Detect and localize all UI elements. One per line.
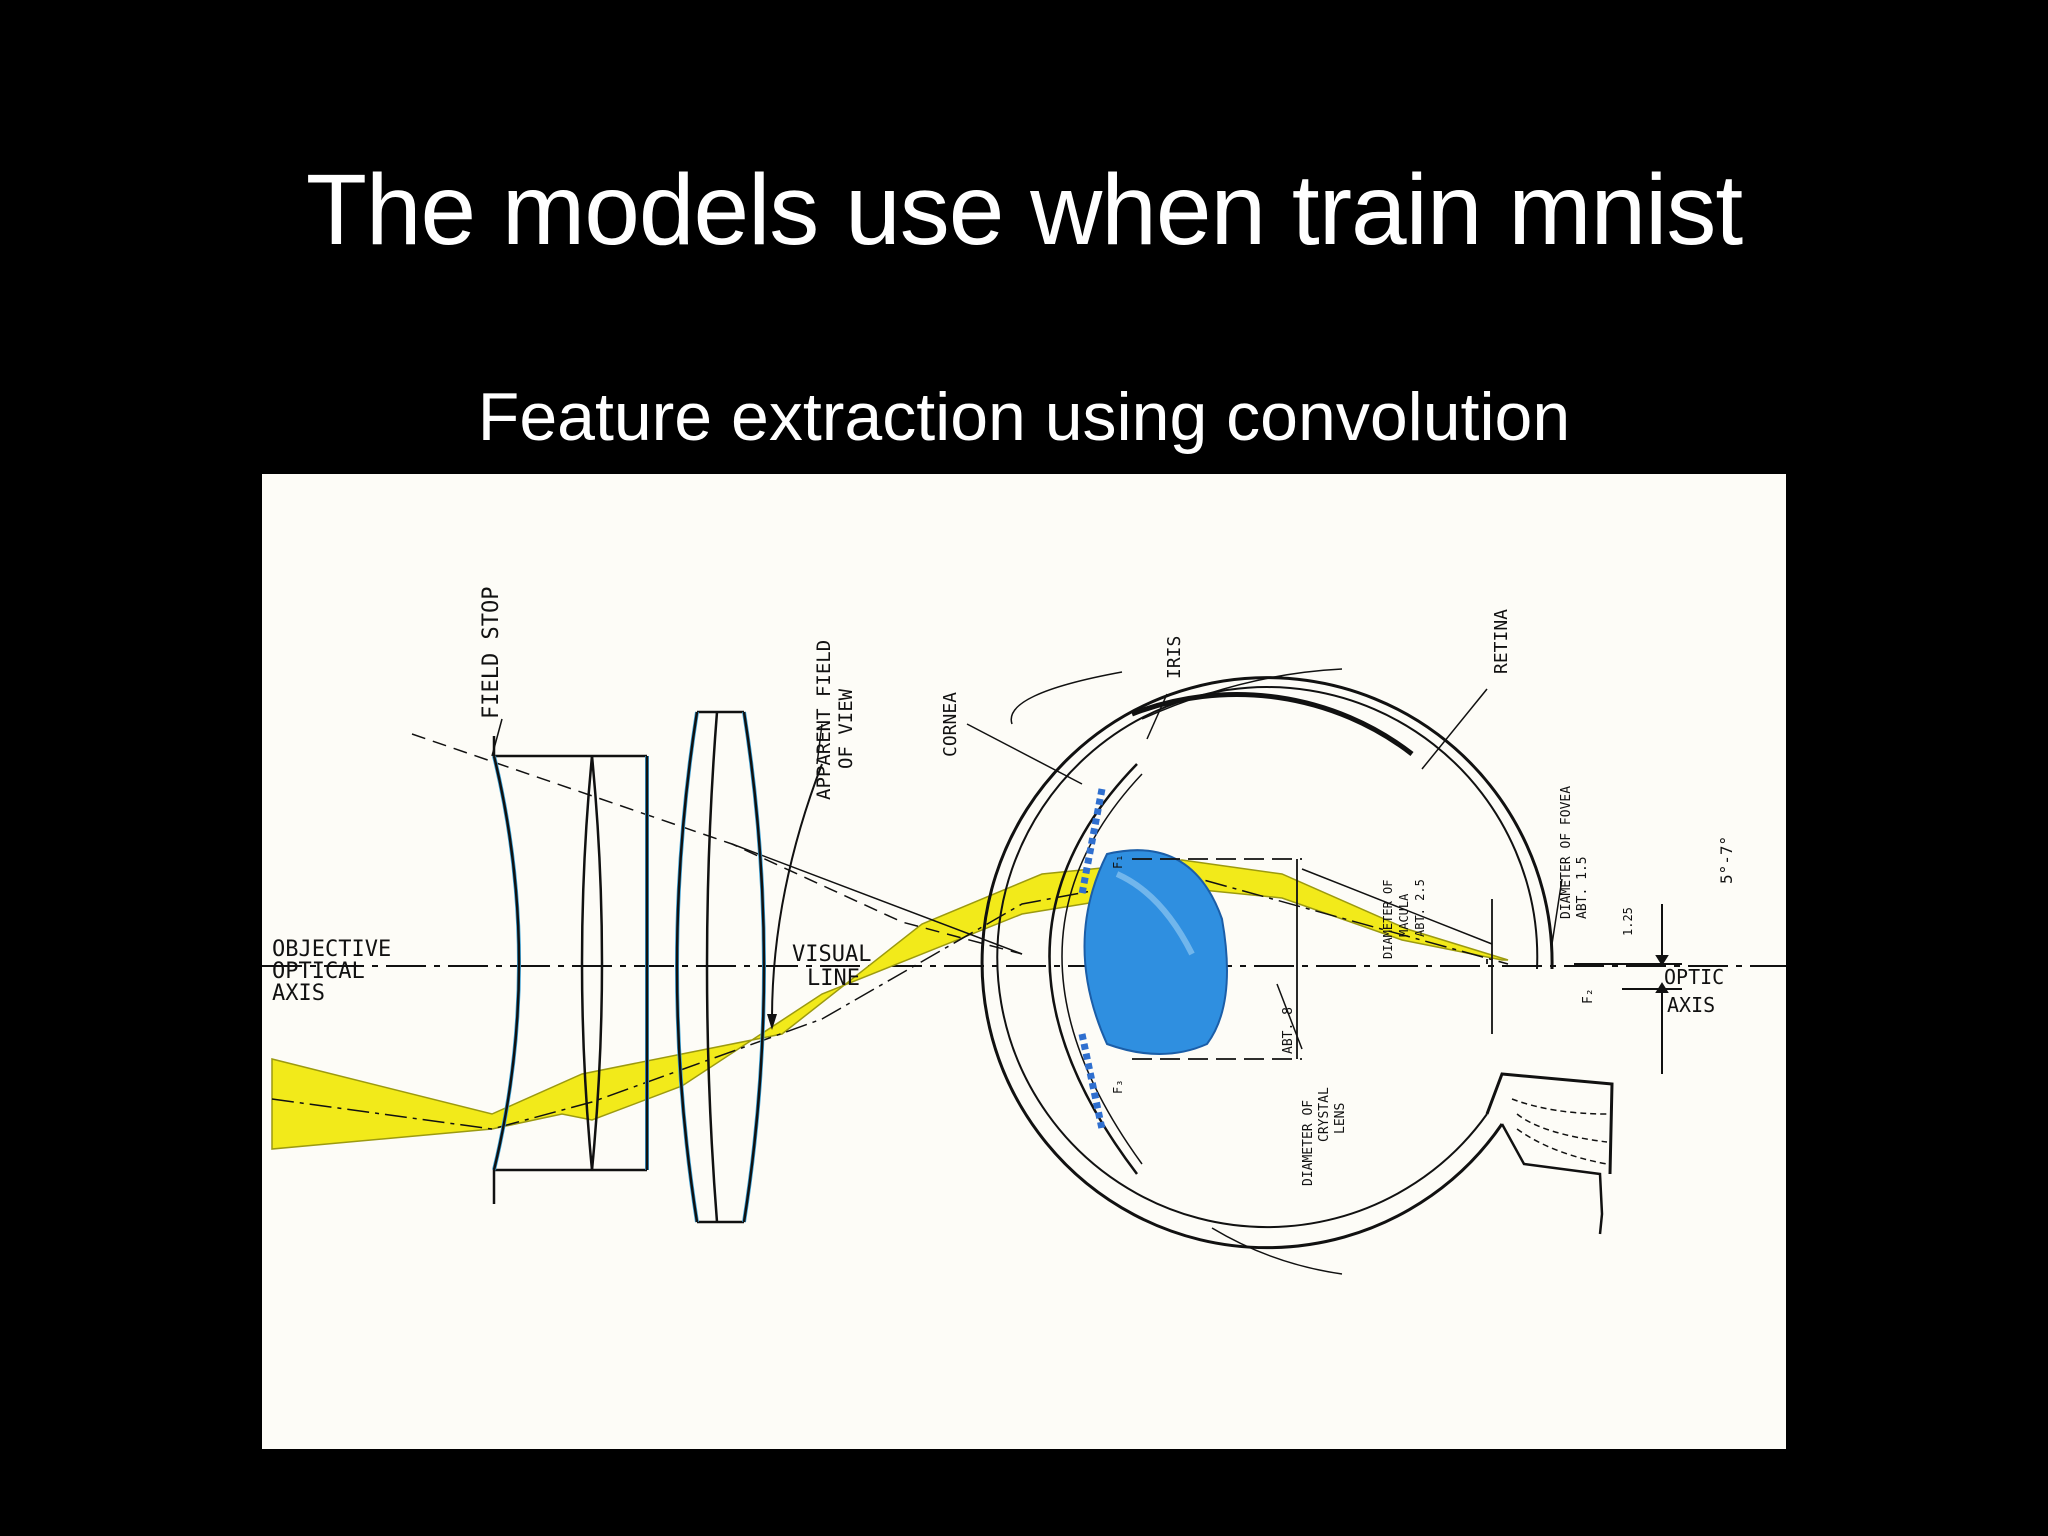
label-visual: VISUAL bbox=[792, 942, 871, 967]
label-crystal-1: DIAMETER OF bbox=[1301, 1100, 1316, 1186]
visual-line-label: VISUAL LINE bbox=[792, 942, 871, 991]
label-retina: RETINA bbox=[1491, 609, 1512, 674]
label-crystal-3: LENS bbox=[1333, 1103, 1348, 1134]
label-line: LINE bbox=[807, 966, 860, 991]
label-crystal-2: CRYSTAL bbox=[1317, 1087, 1332, 1142]
label-125: 1.25 bbox=[1621, 907, 1635, 936]
label-f2: F₂ bbox=[1581, 988, 1596, 1004]
objective-axis-label: OBJECTIVE OPTICAL AXIS bbox=[272, 937, 391, 1006]
optic-axis-label: OPTIC AXIS bbox=[1664, 965, 1724, 1017]
label-iris: IRIS bbox=[1164, 636, 1185, 679]
slide-title: The models use when train mnist bbox=[305, 154, 1743, 266]
eyepiece-lens-group-2 bbox=[675, 710, 766, 1224]
crystal-lens-label: DIAMETER OF CRYSTAL LENS bbox=[1301, 1087, 1348, 1186]
macula-dimension bbox=[1132, 858, 1493, 1060]
label-optic: OPTIC bbox=[1664, 965, 1724, 989]
label-objective: OBJECTIVE bbox=[272, 937, 391, 962]
label-macula-1: DIAMETER OF bbox=[1381, 880, 1395, 959]
apparent-field-label: APPARENT FIELD OF VIEW bbox=[813, 640, 857, 800]
field-of-view-arrow bbox=[771, 763, 823, 1020]
label-optic-axis: AXIS bbox=[1667, 993, 1715, 1017]
iris-bottom bbox=[1078, 1033, 1106, 1130]
label-abt8: ABT. 8 bbox=[1281, 1007, 1296, 1054]
macula-label: DIAMETER OF MACULA ABT. 2.5 bbox=[1381, 879, 1427, 959]
light-beam bbox=[271, 859, 1509, 1150]
slide-subtitle: Feature extraction using convolution bbox=[477, 379, 1571, 455]
iris-top bbox=[1078, 788, 1106, 895]
leader-lines bbox=[491, 688, 1563, 1050]
label-fovea-1: DIAMETER OF FOVEA bbox=[1559, 786, 1574, 919]
label-optical: OPTICAL bbox=[272, 959, 365, 984]
cornea bbox=[1010, 668, 1343, 1275]
label-of-view: OF VIEW bbox=[835, 688, 857, 769]
eyepiece-lens-group-1 bbox=[492, 736, 649, 1204]
label-cornea: CORNEA bbox=[940, 692, 961, 757]
eyeball bbox=[980, 676, 1614, 1250]
label-angle: 5°-7° bbox=[1717, 836, 1736, 884]
eye-optics-diagram: OBJECTIVE OPTICAL AXIS FIELD STOP APPARE… bbox=[262, 474, 1786, 1449]
label-macula-3: ABT. 2.5 bbox=[1413, 879, 1427, 937]
label-macula-2: MACULA bbox=[1397, 893, 1411, 937]
chief-ray-solid bbox=[731, 843, 1023, 955]
crystalline-lens bbox=[1083, 849, 1228, 1055]
label-field-stop: FIELD STOP bbox=[479, 587, 504, 719]
optic-axis-marker bbox=[1574, 904, 1682, 1074]
label-fovea-2: ABT. 1.5 bbox=[1575, 856, 1590, 919]
label-apparent-field: APPARENT FIELD bbox=[813, 640, 835, 800]
label-f1: F₁ bbox=[1111, 855, 1125, 869]
chief-ray bbox=[411, 733, 1023, 955]
label-f3: F₃ bbox=[1111, 1080, 1125, 1094]
label-axis: AXIS bbox=[272, 981, 325, 1006]
fovea-label: DIAMETER OF FOVEA ABT. 1.5 bbox=[1559, 786, 1590, 919]
